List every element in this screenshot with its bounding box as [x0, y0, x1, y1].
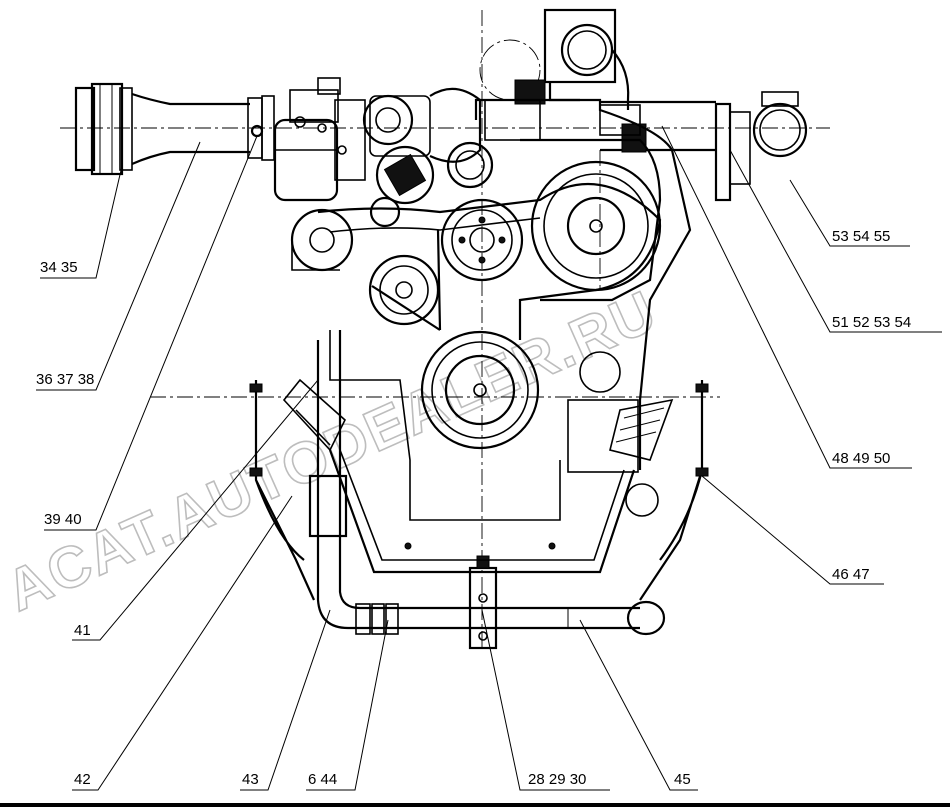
callout-48-49-50: 48 49 50 [832, 450, 890, 467]
drive-belt [317, 182, 662, 340]
engine-block [329, 98, 692, 521]
fan-pulley [530, 160, 662, 292]
pipe-bottom [460, 600, 666, 636]
callout-6-44: 6 44 [308, 771, 337, 788]
callout-45: 45 [674, 771, 691, 788]
callout-28-29-30: 28 29 30 [528, 771, 586, 788]
callout-36-37-38: 36 37 38 [36, 371, 94, 388]
callout-39-40: 39 40 [44, 511, 82, 528]
turbocharger [362, 87, 482, 163]
water-pump-pulley [440, 198, 524, 282]
callout-labels: 34 35 36 37 38 39 40 41 42 43 6 44 28 29… [36, 228, 911, 788]
coolant-pipe-right [599, 91, 808, 202]
callout-53-54-55: 53 54 55 [832, 228, 890, 245]
callout-46-47: 46 47 [832, 566, 870, 583]
idler-pulley-left [290, 208, 354, 272]
callout-51-52-53-54: 51 52 53 54 [832, 314, 911, 331]
crankshaft-pulley [420, 330, 540, 450]
center-lines [60, 10, 830, 650]
callout-42: 42 [74, 771, 91, 788]
callout-34-35: 34 35 [40, 259, 78, 276]
center-bracket [468, 555, 498, 650]
callout-41: 41 [74, 622, 91, 639]
leader-lines [36, 125, 942, 791]
callout-43: 43 [242, 771, 259, 788]
exhaust-elbow [479, 8, 630, 141]
tensioner [369, 141, 494, 228]
intake-pipe-left [74, 82, 275, 176]
filter-housing [273, 77, 366, 202]
oil-sump [328, 449, 636, 574]
mount-bracket-right [609, 380, 709, 601]
